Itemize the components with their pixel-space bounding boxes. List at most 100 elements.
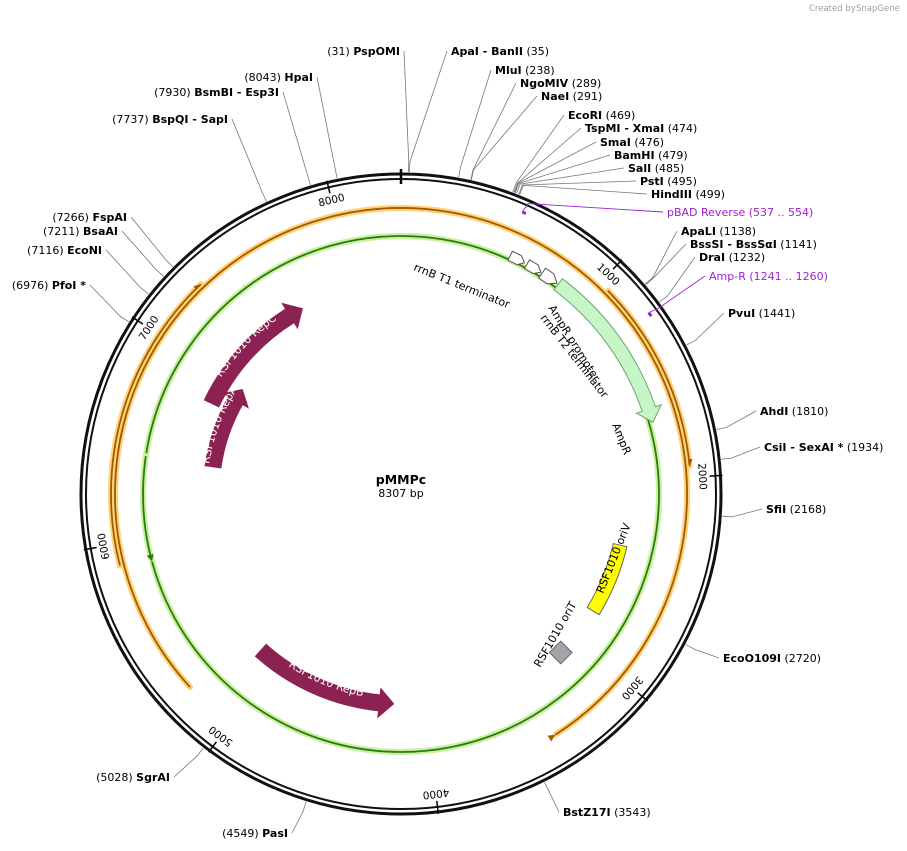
- site-label: EcoO109I (2720): [723, 652, 821, 665]
- scale-tick-label: 4000: [422, 786, 450, 801]
- site-pfoi: (6976) PfoI *: [12, 279, 130, 323]
- site-leader: [544, 782, 560, 813]
- scale-tick: [131, 316, 144, 325]
- site-leader: [470, 95, 538, 180]
- primer-label: Amp-R (1241 .. 1260): [709, 270, 828, 283]
- site-label: (6976) PfoI *: [12, 279, 86, 292]
- center-label: pMMPc 8307 bp: [376, 472, 426, 500]
- scale-tick: [436, 800, 440, 814]
- site-leader: [316, 76, 338, 179]
- site-leader: [644, 230, 678, 285]
- feature-block: [586, 542, 628, 616]
- site-leader: [231, 118, 267, 202]
- site-sfii: SfiI (2168): [722, 503, 826, 518]
- scale-tick: [326, 180, 331, 194]
- primer-mark: [521, 210, 527, 215]
- site-bspqi: (7737) BspQI - SapI: [112, 113, 267, 202]
- primer-label: pBAD Reverse (537 .. 554): [667, 206, 813, 219]
- site-ahdi: AhdI (1810): [716, 405, 828, 430]
- site-ecori: EcoRI (469): [512, 109, 635, 193]
- site-label: DraI (1232): [699, 251, 765, 264]
- site-leader: [121, 230, 164, 277]
- feature-rsf1010-repc: RSF1010 RepC: [203, 302, 303, 408]
- site-label: (8043) HpaI: [244, 71, 313, 84]
- site-leader: [659, 256, 696, 303]
- site-leader: [516, 167, 625, 194]
- site-label: (7930) BsmBI - Esp3I: [154, 86, 279, 99]
- credit: Created by SnapGene: [809, 4, 900, 14]
- site-sgrai: (5028) SgrAI: [96, 747, 204, 784]
- feature-rrnb-t1-terminator: [507, 250, 526, 266]
- site-label: BssSI - BssSαI (1141): [690, 238, 817, 251]
- feature-label: RSF1010 RepC: [213, 311, 279, 379]
- scale-tick-label: 2000: [695, 463, 709, 490]
- primer-pbad-reverse: pBAD Reverse (537 .. 554): [521, 203, 813, 219]
- plasmid-name: pMMPc: [376, 472, 426, 487]
- site-apali: ApaLI (1138): [644, 225, 756, 285]
- site-label: BstZ17I (3543): [563, 806, 651, 819]
- site-leader: [514, 141, 597, 193]
- site-label: PvuI (1441): [728, 307, 795, 320]
- site-leader: [518, 180, 637, 195]
- scale-tick: [83, 546, 97, 551]
- site-leader: [282, 91, 311, 186]
- site-label: (7737) BspQI - SapI: [112, 113, 228, 126]
- site-hindiii: HindIII (499): [519, 184, 725, 201]
- site-pasi: (4549) PasI: [222, 801, 307, 840]
- site-leader: [409, 50, 448, 173]
- site-sali: SalI (485): [516, 162, 684, 194]
- site-label: ApaLI (1138): [681, 225, 756, 238]
- site-bsmbi: (7930) BsmBI - Esp3I: [154, 86, 311, 186]
- plasmid-size: 8307 bp: [378, 487, 423, 500]
- site-label: SmaI (476): [600, 136, 664, 149]
- site-bsaai: (7211) BsaAI: [43, 225, 164, 277]
- site-label: (7116) EcoNI: [27, 244, 102, 257]
- site-leader: [403, 50, 410, 173]
- scale-tick-label: 6000: [96, 532, 112, 560]
- site-bamhi: BamHI (479): [514, 149, 688, 194]
- feature-label: AmpR: [609, 421, 633, 457]
- feature-arrow: [523, 259, 542, 275]
- primer-leader: [648, 275, 706, 314]
- site-pspomi: (31) PspOMI: [327, 45, 410, 173]
- primer-mark: [647, 311, 653, 318]
- site-leader: [512, 114, 565, 193]
- site-econi: (7116) EcoNI: [27, 244, 149, 295]
- site-ngomiv: NgoMIV (289): [470, 77, 601, 180]
- site-label: (31) PspOMI: [327, 45, 400, 58]
- site-leader: [645, 243, 687, 285]
- site-label: NaeI (291): [541, 90, 602, 103]
- feature-label: rrnB T1 terminator: [412, 261, 512, 312]
- site-leader: [458, 69, 492, 178]
- site-mlui: MluI (238): [458, 64, 555, 178]
- site-label: NgoMIV (289): [520, 77, 601, 90]
- site-leader: [173, 747, 204, 778]
- site-label: (7266) FspAI: [52, 211, 127, 224]
- orf-arc-green: [143, 233, 662, 755]
- site-leader: [716, 410, 757, 430]
- site-label: (7211) BsaAI: [43, 225, 118, 238]
- site-label: EcoRI (469): [568, 109, 635, 122]
- site-bstz17i: BstZ17I (3543): [544, 782, 651, 819]
- site-label: SfiI (2168): [766, 503, 826, 516]
- site-label: CsiI - SexAI * (1934): [764, 441, 883, 454]
- feature-ampr: [553, 278, 663, 423]
- site-label: AhdI (1810): [760, 405, 828, 418]
- site-label: TspMI - XmaI (474): [585, 122, 697, 135]
- feature-rsf1010-repb: RSF1010 RepB: [254, 643, 395, 719]
- site-apai: ApaI - BanII (35): [409, 45, 549, 173]
- site-drai: DraI (1232): [659, 251, 765, 303]
- feature-block: [548, 640, 573, 665]
- orf-arc-orange: [108, 281, 204, 569]
- restriction-sites: (31) PspOMI ApaI - BanII (35) MluI (238)Ng…: [12, 45, 884, 840]
- site-label: MluI (238): [495, 64, 555, 77]
- feature-arrow: [553, 278, 663, 423]
- feature-rsf1010-oriv: [586, 542, 628, 616]
- site-label: (4549) PasI: [222, 827, 288, 840]
- site-hpai: (8043) HpaI: [244, 71, 338, 179]
- site-leader: [721, 446, 761, 460]
- site-label: ApaI - BanII (35): [451, 45, 549, 58]
- scale-tick: [208, 741, 218, 753]
